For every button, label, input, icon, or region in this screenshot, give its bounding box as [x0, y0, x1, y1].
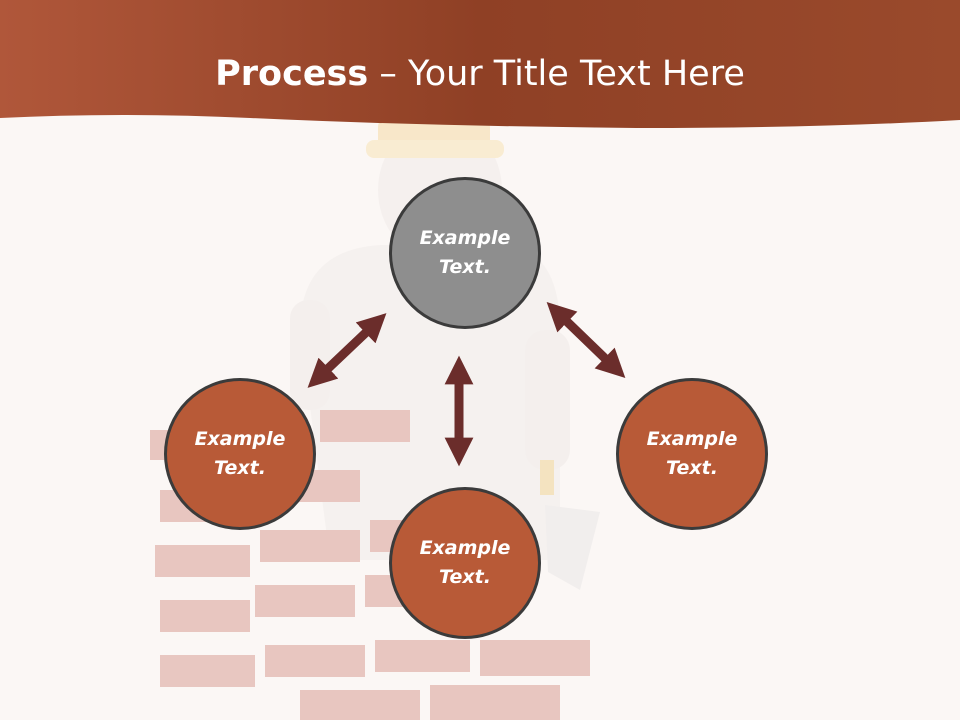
- process-node-right: Example Text.: [616, 378, 768, 530]
- process-node-top: Example Text.: [389, 177, 541, 329]
- arrow-top-left: [307, 313, 387, 388]
- title-bold: Process: [215, 54, 369, 94]
- node-label-line1: Example: [419, 227, 511, 249]
- process-node-left: Example Text.: [164, 378, 316, 530]
- process-node-bottom: Example Text.: [389, 487, 541, 639]
- node-label-line2: Text.: [439, 256, 491, 278]
- node-label-line2: Text.: [666, 457, 718, 479]
- node-label-line1: Example: [646, 428, 738, 450]
- node-label-line1: Example: [419, 537, 511, 559]
- slide-title: Process – Your Title Text Here: [0, 52, 960, 96]
- node-label-line1: Example: [194, 428, 286, 450]
- header-banner: [0, 0, 960, 128]
- node-label-line2: Text.: [214, 457, 266, 479]
- node-label-line2: Text.: [439, 566, 491, 588]
- arrow-top-right: [546, 301, 626, 379]
- title-rest: – Your Title Text Here: [368, 54, 745, 94]
